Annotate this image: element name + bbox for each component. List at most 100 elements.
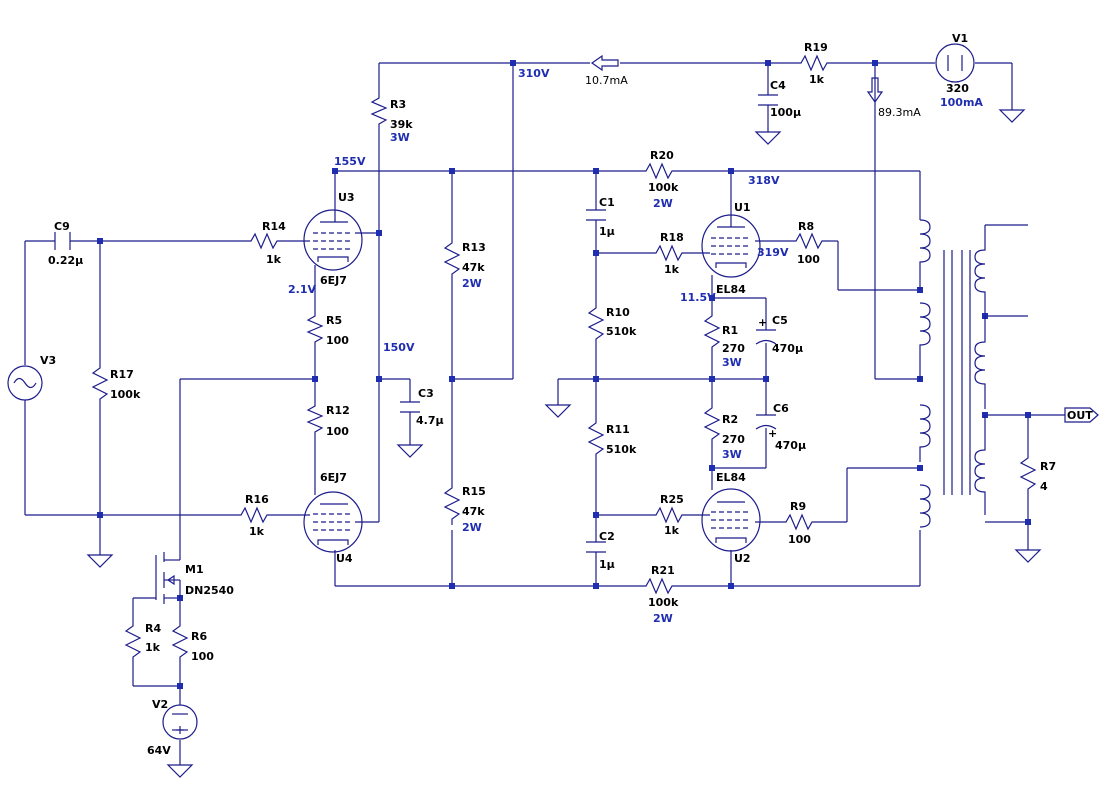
resistor-r7: R7 4 [1019,450,1056,495]
svg-text:R17: R17 [110,368,134,381]
out-port: OUT [1064,407,1099,423]
resistor-r14: R14 1k [245,220,286,266]
svg-text:V2: V2 [152,698,168,711]
resistor-r19: R19 1k [795,41,835,86]
svg-text:U1: U1 [734,201,751,214]
svg-text:R9: R9 [790,500,806,513]
voltage-source-v3: V3 [7,354,56,401]
svg-text:100mA: 100mA [940,96,983,109]
svg-text:318V: 318V [748,174,780,187]
svg-text:155V: 155V [334,155,366,168]
resistor-r4: R4 1k [124,620,161,665]
svg-text:10.7mA: 10.7mA [585,74,628,87]
resistor-r18: R18 1k [650,231,690,276]
svg-text:R2: R2 [722,413,738,426]
resistor-r15: R15 47k 2W [443,480,486,534]
svg-text:6EJ7: 6EJ7 [320,274,347,287]
tube-u2: EL84 U2 [701,471,761,565]
resistor-r1: R1 270 3W [703,310,745,369]
svg-text:11.5V: 11.5V [680,291,716,304]
svg-text:89.3mA: 89.3mA [878,106,921,119]
resistor-r3: R3 39k 3W [370,92,413,144]
svg-text:3W: 3W [390,131,410,144]
svg-text:+: + [768,427,777,440]
resistor-r6: R6 100 [171,620,214,665]
svg-text:R20: R20 [650,149,674,162]
svg-text:C2: C2 [599,530,615,543]
svg-text:310V: 310V [518,67,550,80]
svg-text:R10: R10 [606,306,630,319]
svg-text:EL84: EL84 [716,471,746,484]
node-voltages: 310V 155V 150V 2.1V 318V 319V 11.5V [288,67,789,354]
svg-text:100k: 100k [648,596,679,609]
svg-text:0.22µ: 0.22µ [48,254,83,267]
resistor-r11: R11 510k [587,415,637,460]
svg-text:319V: 319V [757,246,789,259]
tube-u3: U3 6EJ7 [303,191,363,287]
resistor-r25: R25 1k [650,493,690,537]
svg-text:100µ: 100µ [770,106,801,119]
resistor-r2: R2 270 3W [703,400,745,461]
svg-text:100: 100 [326,425,349,438]
capacitor-c6: + C6 470µ [755,402,806,452]
svg-text:U2: U2 [734,552,751,565]
svg-text:U4: U4 [336,552,353,565]
svg-text:100k: 100k [110,388,141,401]
svg-text:C4: C4 [770,79,786,92]
svg-text:R11: R11 [606,423,630,436]
resistor-r20: R20 100k 2W [640,149,680,210]
svg-text:R25: R25 [660,493,684,506]
capacitor-c1: C1 1µ [586,196,615,238]
svg-text:R7: R7 [1040,460,1056,473]
tube-u4: 6EJ7 U4 [303,471,363,565]
svg-text:EL84: EL84 [716,283,746,296]
svg-text:R15: R15 [462,485,486,498]
mosfet-m1: M1 DN2540 [155,552,234,604]
svg-text:3W: 3W [722,448,742,461]
voltage-source-v1: V1 320 100mA [935,32,983,109]
svg-text:M1: M1 [185,563,204,576]
resistor-r21: R21 100k 2W [640,564,680,625]
svg-text:U3: U3 [338,191,355,204]
svg-text:2W: 2W [462,521,482,534]
capacitor-c3: C3 4.7µ [400,387,444,427]
svg-text:R16: R16 [245,493,269,506]
output-transformer [919,219,986,528]
svg-text:6EJ7: 6EJ7 [320,471,347,484]
svg-text:270: 270 [722,342,745,355]
svg-text:510k: 510k [606,325,637,338]
svg-text:V3: V3 [40,354,56,367]
svg-text:R6: R6 [191,630,207,643]
capacitor-c9: C9 0.22µ [48,220,83,267]
resistor-r8: R8 100 [790,220,830,266]
svg-text:510k: 510k [606,443,637,456]
svg-text:R8: R8 [798,220,814,233]
svg-text:1µ: 1µ [599,225,615,238]
svg-text:1k: 1k [249,525,265,538]
svg-text:2W: 2W [462,277,482,290]
svg-text:C9: C9 [54,220,70,233]
junction-dots [97,60,1031,689]
svg-text:DN2540: DN2540 [185,584,234,597]
capacitor-c2: C2 1µ [586,530,615,571]
svg-text:4: 4 [1040,480,1048,493]
resistor-r13: R13 47k 2W [443,235,486,290]
svg-text:1k: 1k [664,524,680,537]
resistor-r17: R17 100k [91,360,141,405]
svg-text:C5: C5 [772,314,788,327]
svg-text:2W: 2W [653,197,673,210]
svg-text:470µ: 470µ [772,342,803,355]
svg-text:V1: V1 [952,32,968,45]
svg-text:100: 100 [191,650,214,663]
svg-text:R21: R21 [651,564,675,577]
svg-text:3W: 3W [722,356,742,369]
svg-text:1k: 1k [809,73,825,86]
svg-text:2W: 2W [653,612,673,625]
svg-text:R19: R19 [804,41,828,54]
svg-text:R5: R5 [326,314,342,327]
svg-text:2.1V: 2.1V [288,283,316,296]
svg-text:R3: R3 [390,98,406,111]
svg-text:39k: 39k [390,118,413,131]
current-arrow-supply: 10.7mA [585,54,628,87]
